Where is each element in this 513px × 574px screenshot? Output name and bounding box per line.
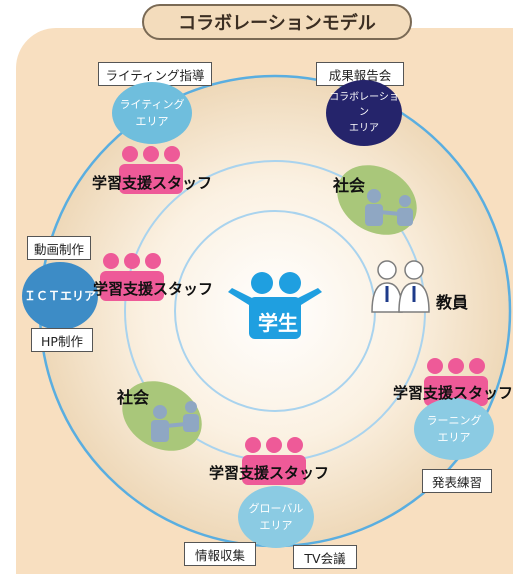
diagram-title: コラボレーションモデル [142,4,412,40]
staff-label-top: 学習支援スタッフ [92,174,213,192]
learning-area: ラーニング エリア [414,398,494,460]
global-tag-left: 情報収集 [184,542,256,566]
ict-tag-top: 動画制作 [27,236,91,260]
ict-area: ＩＣＴエリア [22,262,98,330]
ict-area-label: ＩＣＴエリア [23,288,96,303]
students-icon [228,272,322,339]
staff-label-left: 学習支援スタッフ [93,280,214,298]
writing-area: ライティング エリア [112,82,192,144]
collaboration-area-line2: エリア [349,122,379,134]
ict-tag-bottom: HP制作 [31,328,93,352]
handshake-icon [365,189,413,226]
writing-area-line1: ライティング [119,97,185,111]
society-label-bottom: 社会 [117,388,150,407]
learning-tag: 発表練習 [422,469,492,493]
global-area: グローバル エリア [238,486,314,548]
teacher-icon [371,260,430,313]
staff-group-icon [242,437,306,485]
staff-group-icon [100,253,164,301]
staff-group-icon [119,146,183,194]
global-tag-right: TV会議 [293,545,357,569]
collaboration-area: コラボレーション エリア [326,80,402,146]
global-area-line2: エリア [259,519,293,532]
student-label: 学生 [258,311,298,335]
staff-label-right: 学習支援スタッフ [393,384,513,402]
handshake-icon [151,401,199,442]
collaboration-area-line1: コラボレーション [329,91,399,119]
staff-label-bottom: 学習支援スタッフ [209,464,330,482]
writing-area-line2: エリア [135,115,169,128]
faculty-label: 教員 [436,293,469,312]
staff-group-icon [424,358,488,406]
global-area-line1: グローバル [248,501,304,515]
learning-area-line1: ラーニング [426,413,482,427]
writing-tag: ライティング指導 [98,62,212,86]
society-label-top: 社会 [333,176,366,195]
learning-area-line2: エリア [437,431,471,444]
